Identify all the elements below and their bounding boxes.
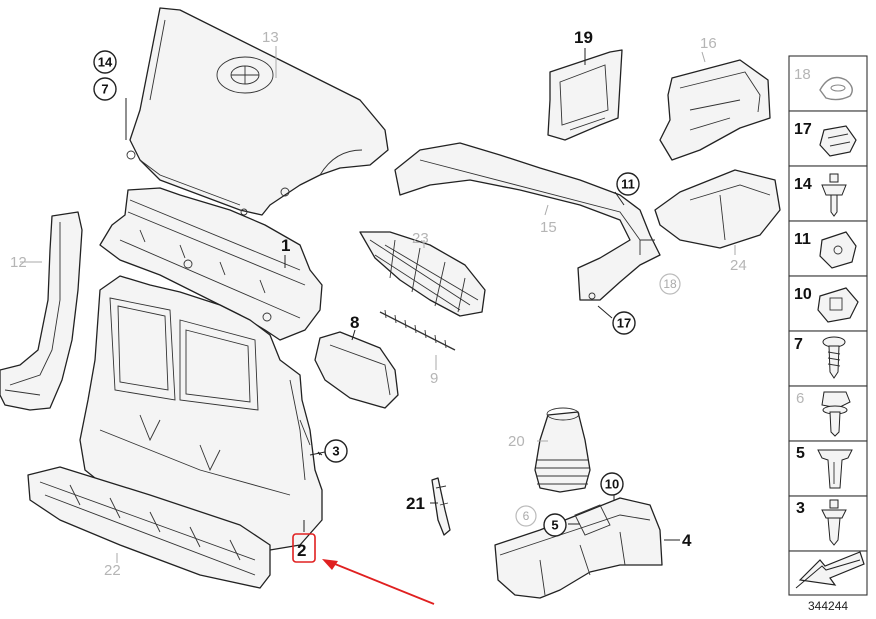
- part-8-side-cover: [314, 331, 399, 409]
- part-15-air-duct: [394, 142, 661, 301]
- callout-16: 16: [700, 35, 717, 52]
- part-9-clip-strip: [379, 309, 456, 351]
- callout-10: 10: [600, 472, 624, 496]
- svg-text:14: 14: [794, 176, 812, 193]
- callout-19: 19: [574, 28, 593, 47]
- highlight-arrow: [322, 559, 435, 605]
- svg-text:3: 3: [332, 444, 339, 459]
- callout-22: 22: [104, 562, 121, 579]
- callout-12: 12: [10, 254, 27, 271]
- diagram-reference-number: 344244: [808, 599, 848, 613]
- svg-text:14: 14: [98, 55, 113, 70]
- callout-21: 21: [406, 494, 425, 513]
- part-24-duct: [654, 169, 781, 249]
- part-2-front-panel: [79, 275, 323, 551]
- callout-13: 13: [262, 29, 279, 46]
- part-22-lower-strip: [27, 466, 271, 589]
- part-20-hose: [534, 407, 591, 493]
- legend-item-3: 3: [788, 495, 868, 552]
- callout-1: 1: [281, 236, 290, 255]
- svg-text:17: 17: [794, 121, 812, 138]
- callout-3: 3: [324, 439, 348, 463]
- callout-15: 15: [540, 219, 557, 236]
- callout-6-light: 6: [515, 505, 537, 527]
- part-23-mesh-grille: [359, 231, 486, 317]
- legend-item-5: 5: [788, 440, 868, 497]
- svg-text:18: 18: [663, 277, 677, 291]
- callout-4: 4: [682, 531, 692, 550]
- svg-text:6: 6: [523, 509, 530, 523]
- part-13-engine-cover: [126, 7, 389, 216]
- callout-7: 7: [93, 77, 117, 101]
- svg-text:6: 6: [796, 390, 804, 407]
- svg-text:11: 11: [621, 177, 635, 192]
- callout-20: 20: [508, 433, 525, 450]
- callout-9: 9: [430, 370, 438, 387]
- legend-item-10: 10: [788, 275, 868, 332]
- part-19-bracket: [547, 49, 623, 141]
- part-4-lower-duct: [494, 497, 663, 599]
- svg-text:10: 10: [794, 286, 812, 303]
- svg-text:17: 17: [617, 316, 631, 331]
- callout-2-highlighted: 2: [292, 533, 316, 563]
- part-1-upper-support: [99, 187, 323, 341]
- legend-direction-arrow: [788, 550, 868, 596]
- legend-item-17: 17: [788, 110, 868, 167]
- svg-text:7: 7: [101, 82, 108, 97]
- leader-lines: [20, 46, 736, 563]
- callout-14: 14: [93, 50, 117, 74]
- fastener-legend: 18 17 14 11 10: [788, 55, 868, 613]
- legend-item-11: 11: [788, 220, 868, 277]
- callout-5: 5: [543, 513, 567, 537]
- svg-text:7: 7: [794, 336, 803, 353]
- svg-text:3: 3: [796, 500, 805, 517]
- legend-item-18: 18: [788, 55, 868, 112]
- part-12-side-duct: [0, 211, 83, 411]
- legend-item-6: 6: [788, 385, 868, 442]
- svg-text:10: 10: [605, 477, 619, 492]
- part-21-clip: [431, 477, 451, 536]
- callout-23: 23: [412, 230, 429, 247]
- callouts: 14 7 13 1 12 8 9 23 15 19 16 24 11 18 17…: [10, 28, 747, 605]
- callout-24: 24: [730, 257, 747, 274]
- callout-11: 11: [616, 172, 640, 196]
- legend-item-14: 14: [788, 165, 868, 222]
- callout-8: 8: [350, 313, 359, 332]
- callout-17: 17: [612, 311, 636, 335]
- svg-text:18: 18: [794, 66, 811, 83]
- callout-18-light: 18: [659, 273, 681, 295]
- svg-text:11: 11: [794, 231, 811, 248]
- svg-text:5: 5: [551, 518, 558, 533]
- svg-text:5: 5: [796, 445, 805, 462]
- svg-text:2: 2: [297, 541, 306, 560]
- legend-item-7: 7: [788, 330, 868, 387]
- part-16-duct: [659, 59, 771, 161]
